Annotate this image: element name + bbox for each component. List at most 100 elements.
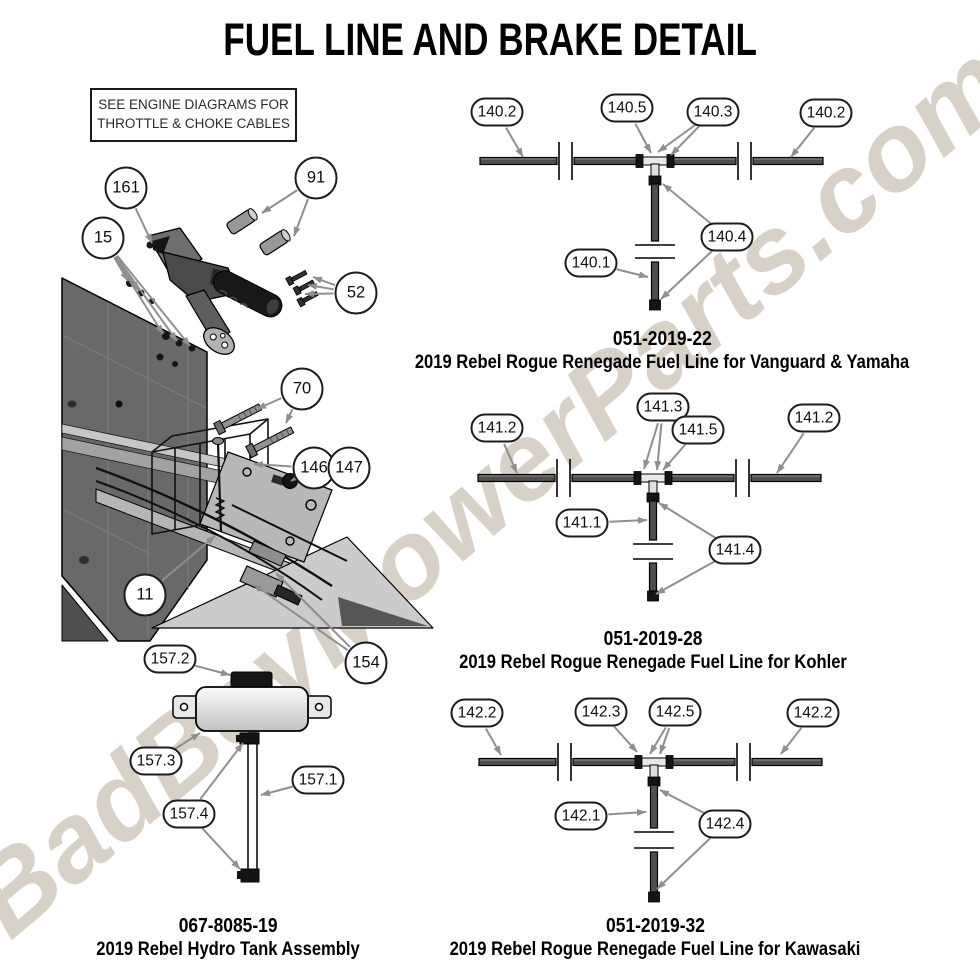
- callout-15[interactable]: 15: [81, 216, 125, 260]
- leader-arrow: [293, 198, 309, 237]
- leader-arrow: [253, 461, 292, 469]
- leader-arrow: [256, 397, 282, 410]
- leader-arrow: [654, 423, 663, 471]
- leader-arrow: [658, 502, 717, 540]
- engine-note-box: SEE ENGINE DIAGRAMS FOR THROTTLE & CHOKE…: [90, 88, 297, 142]
- leader-arrow: [201, 827, 241, 870]
- fuel-line-art: [478, 743, 823, 903]
- callout-142.4[interactable]: 142.4: [698, 809, 752, 839]
- leader-arrow: [657, 123, 697, 153]
- leader-arrow: [659, 789, 705, 815]
- leader-arrow: [114, 256, 164, 335]
- leader-arrow: [312, 276, 336, 287]
- part-number: 051-2019-22: [612, 327, 712, 350]
- leader-arrow: [199, 742, 244, 800]
- engine-note-line1: SEE ENGINE DIAGRAMS FOR: [98, 97, 289, 113]
- bolt-70-b: [245, 426, 295, 459]
- diagram-caption: 2019 Rebel Rogue Renegade Fuel Line for …: [414, 351, 910, 373]
- callout-141.5[interactable]: 141.5: [671, 415, 725, 445]
- leader-arrow: [776, 432, 805, 474]
- callout-140.5[interactable]: 140.5: [600, 93, 654, 123]
- leader-arrow: [505, 127, 524, 158]
- leader-arrow: [634, 123, 652, 154]
- leader-arrow: [659, 727, 671, 755]
- part-number: 051-2019-28: [603, 627, 703, 650]
- hydro-tank-art: [172, 671, 332, 883]
- callout-161[interactable]: 161: [104, 166, 148, 210]
- callout-142.2[interactable]: 142.2: [450, 698, 504, 728]
- callout-146[interactable]: 146: [292, 446, 336, 490]
- callout-140.3[interactable]: 140.3: [686, 97, 740, 127]
- leader-arrow: [656, 837, 712, 890]
- leader-arrow: [261, 189, 298, 214]
- callout-141.2[interactable]: 141.2: [470, 413, 524, 443]
- leader-arrow: [643, 422, 659, 470]
- part-number: 051-2019-32: [605, 914, 705, 937]
- diagram-caption: 2019 Rebel Hydro Tank Assembly: [96, 938, 360, 960]
- callout-141.4[interactable]: 141.4: [708, 535, 762, 565]
- leader-arrow: [670, 125, 700, 156]
- caption-fuel-line-vanguard: 051-2019-22 2019 Rebel Rogue Renegade Fu…: [371, 327, 953, 374]
- fuel-line-art: [479, 142, 824, 311]
- leader-arrow: [503, 443, 518, 474]
- callout-70[interactable]: 70: [280, 367, 324, 411]
- callout-140.2[interactable]: 140.2: [470, 97, 524, 127]
- leader-arrow: [116, 254, 191, 347]
- leader-arrow: [252, 583, 349, 651]
- callout-140.4[interactable]: 140.4: [700, 222, 754, 252]
- callout-147[interactable]: 147: [327, 446, 371, 490]
- part-number: 067-8085-19: [178, 914, 278, 937]
- leader-arrow: [649, 727, 667, 755]
- callout-140.2[interactable]: 140.2: [799, 98, 853, 128]
- leader-arrow: [790, 127, 815, 158]
- brake-handle-grip: [212, 270, 283, 318]
- leader-arrow: [662, 183, 712, 225]
- leader-arrow: [613, 725, 638, 753]
- brake-assembly-art: [61, 208, 434, 642]
- leader-arrow: [660, 250, 713, 300]
- leader-arrow: [174, 732, 201, 750]
- leader-arrow: [307, 283, 334, 291]
- callout-141.1[interactable]: 141.1: [555, 508, 609, 538]
- leader-arrow: [134, 207, 153, 244]
- callout-157.4[interactable]: 157.4: [162, 799, 216, 829]
- leader-arrow: [609, 516, 648, 524]
- leader-arrow: [115, 255, 178, 342]
- tank-body: [195, 686, 309, 732]
- diagram-caption: 2019 Rebel Rogue Renegade Fuel Line for …: [459, 651, 847, 673]
- callout-140.1[interactable]: 140.1: [564, 248, 618, 278]
- leader-arrow: [608, 809, 647, 817]
- diagram-caption: 2019 Rebel Rogue Renegade Fuel Line for …: [449, 938, 861, 960]
- leader-arrow: [655, 560, 716, 595]
- leader-arrow: [161, 535, 216, 582]
- callout-157.1[interactable]: 157.1: [291, 765, 345, 795]
- leader-arrow: [275, 572, 351, 648]
- leader-arrow: [285, 408, 294, 424]
- fuel-line-schematics: [477, 142, 824, 903]
- callout-157.2[interactable]: 157.2: [143, 644, 197, 674]
- callout-91[interactable]: 91: [294, 156, 338, 200]
- callout-141.2[interactable]: 141.2: [787, 403, 841, 433]
- fuel-line-art: [477, 459, 822, 602]
- callout-142.5[interactable]: 142.5: [648, 697, 702, 727]
- caption-fuel-line-kohler: 051-2019-28 2019 Rebel Rogue Renegade Fu…: [425, 627, 881, 674]
- callout-154[interactable]: 154: [344, 641, 388, 685]
- leader-arrow: [304, 290, 334, 298]
- callout-52[interactable]: 52: [334, 271, 378, 315]
- leader-arrow: [616, 268, 649, 279]
- callout-142.1[interactable]: 142.1: [554, 801, 608, 831]
- spacer-91-a: [226, 208, 258, 235]
- callout-142.3[interactable]: 142.3: [574, 697, 628, 727]
- leader-arrow: [290, 473, 301, 482]
- engine-note-line2: THROTTLE & CHOKE CABLES: [97, 116, 290, 131]
- leader-arrow: [485, 728, 502, 756]
- caption-hydro-tank: 067-8085-19 2019 Rebel Hydro Tank Assemb…: [73, 914, 383, 961]
- caption-fuel-line-kawasaki: 051-2019-32 2019 Rebel Rogue Renegade Fu…: [413, 914, 896, 961]
- callout-11[interactable]: 11: [123, 573, 167, 617]
- callout-157.3[interactable]: 157.3: [129, 746, 183, 776]
- callout-142.2[interactable]: 142.2: [786, 698, 840, 728]
- leader-arrow: [260, 785, 294, 797]
